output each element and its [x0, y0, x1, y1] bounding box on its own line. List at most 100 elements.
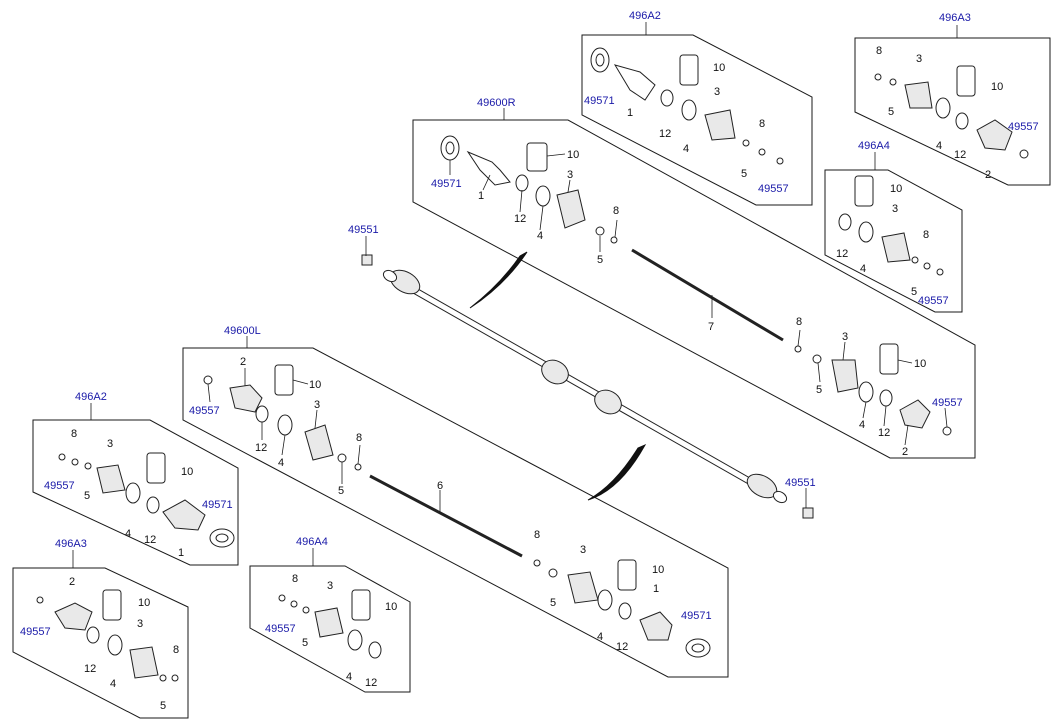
panel-496A4-left [249, 565, 411, 693]
label-10: 10 [991, 81, 1003, 93]
panel-496A4-top [824, 169, 963, 313]
ref-49571-left[interactable]: 49571 [202, 499, 233, 511]
ref-49557-left-a2[interactable]: 49557 [44, 480, 75, 492]
label-5: 5 [160, 700, 166, 712]
parts-496A2-left [58, 452, 235, 548]
label-12: 12 [954, 149, 966, 161]
label-8: 8 [534, 529, 540, 541]
label-12: 12 [144, 534, 156, 546]
panel-49600L [182, 347, 729, 678]
label-8: 8 [923, 229, 929, 241]
label-12: 12 [514, 213, 526, 225]
panel-496A2-top [581, 34, 813, 206]
label-3: 3 [314, 399, 320, 411]
label-10: 10 [713, 62, 725, 74]
label-5: 5 [302, 637, 308, 649]
label-4: 4 [597, 631, 603, 643]
parts-49600R [440, 135, 952, 436]
label-10: 10 [652, 564, 664, 576]
nut-part [361, 254, 373, 266]
ref-49557-left-a4[interactable]: 49557 [265, 623, 296, 635]
label-4: 4 [860, 263, 866, 275]
label-5: 5 [816, 384, 822, 396]
main-drive-shaft [382, 269, 788, 504]
label-4: 4 [125, 528, 131, 540]
label-5: 5 [597, 254, 603, 266]
label-6: 6 [437, 480, 443, 492]
label-1: 1 [653, 583, 659, 595]
label-10: 10 [914, 358, 926, 370]
parts-496A4-left [278, 589, 382, 659]
label-3: 3 [714, 86, 720, 98]
ref-49571-lh[interactable]: 49571 [681, 610, 712, 622]
label-5: 5 [888, 106, 894, 118]
ref-49551-lower[interactable]: 49551 [785, 477, 816, 489]
parts-496A4-top [838, 175, 944, 276]
label-8: 8 [356, 432, 362, 444]
label-10: 10 [181, 466, 193, 478]
label-4: 4 [859, 419, 865, 431]
label-5: 5 [911, 286, 917, 298]
ref-49600R[interactable]: 49600R [477, 97, 516, 109]
ref-496A2-top[interactable]: 496A2 [629, 10, 661, 22]
ref-496A2-left[interactable]: 496A2 [75, 391, 107, 403]
panel-49600R [412, 119, 976, 459]
panel-496A3-top [854, 37, 1051, 186]
ref-49557-top-a2[interactable]: 49557 [758, 183, 789, 195]
label-3: 3 [137, 618, 143, 630]
ref-49551-upper[interactable]: 49551 [348, 224, 379, 236]
label-4: 4 [683, 143, 689, 155]
label-7: 7 [708, 321, 714, 333]
ref-49557-top-a4[interactable]: 49557 [918, 295, 949, 307]
label-12: 12 [616, 641, 628, 653]
ref-49571-rh[interactable]: 49571 [431, 178, 462, 190]
callout-arrow-upper [469, 251, 528, 309]
ref-49557-lh[interactable]: 49557 [189, 405, 220, 417]
label-12: 12 [659, 128, 671, 140]
ref-496A3-left[interactable]: 496A3 [55, 538, 87, 550]
leader-lines [207, 153, 948, 512]
ref-49557-rh[interactable]: 49557 [932, 397, 963, 409]
label-8: 8 [613, 205, 619, 217]
label-2: 2 [69, 576, 75, 588]
ref-49557-top-a3[interactable]: 49557 [1008, 121, 1039, 133]
panel-496A2-left [32, 419, 239, 566]
label-10: 10 [567, 149, 579, 161]
label-12: 12 [255, 442, 267, 454]
label-3: 3 [580, 544, 586, 556]
label-5: 5 [338, 485, 344, 497]
label-8: 8 [173, 644, 179, 656]
label-4: 4 [936, 140, 942, 152]
label-3: 3 [916, 53, 922, 65]
label-10: 10 [890, 183, 902, 195]
label-3: 3 [567, 169, 573, 181]
label-2: 2 [902, 446, 908, 458]
label-1: 1 [178, 547, 184, 559]
nut-part [802, 507, 814, 519]
parts-496A2-top [590, 47, 784, 165]
ref-496A4-top[interactable]: 496A4 [858, 140, 890, 152]
parts-496A3-top [874, 65, 1029, 159]
label-4: 4 [537, 230, 543, 242]
label-2: 2 [985, 169, 991, 181]
label-12: 12 [365, 677, 377, 689]
parts-496A3-left [36, 589, 179, 682]
ref-49557-left-a3[interactable]: 49557 [20, 626, 51, 638]
label-5: 5 [741, 168, 747, 180]
label-3: 3 [842, 331, 848, 343]
label-12: 12 [84, 663, 96, 675]
label-3: 3 [107, 438, 113, 450]
label-10: 10 [309, 379, 321, 391]
ref-496A3-top[interactable]: 496A3 [939, 12, 971, 24]
ref-49600L[interactable]: 49600L [224, 325, 261, 337]
label-5: 5 [550, 597, 556, 609]
label-4: 4 [110, 678, 116, 690]
ref-496A4-left[interactable]: 496A4 [296, 536, 328, 548]
parts-49600L [203, 364, 711, 658]
label-4: 4 [346, 671, 352, 683]
ref-49571-top[interactable]: 49571 [584, 95, 615, 107]
label-10: 10 [385, 601, 397, 613]
callout-arrow-lower [587, 443, 647, 501]
label-12: 12 [836, 248, 848, 260]
